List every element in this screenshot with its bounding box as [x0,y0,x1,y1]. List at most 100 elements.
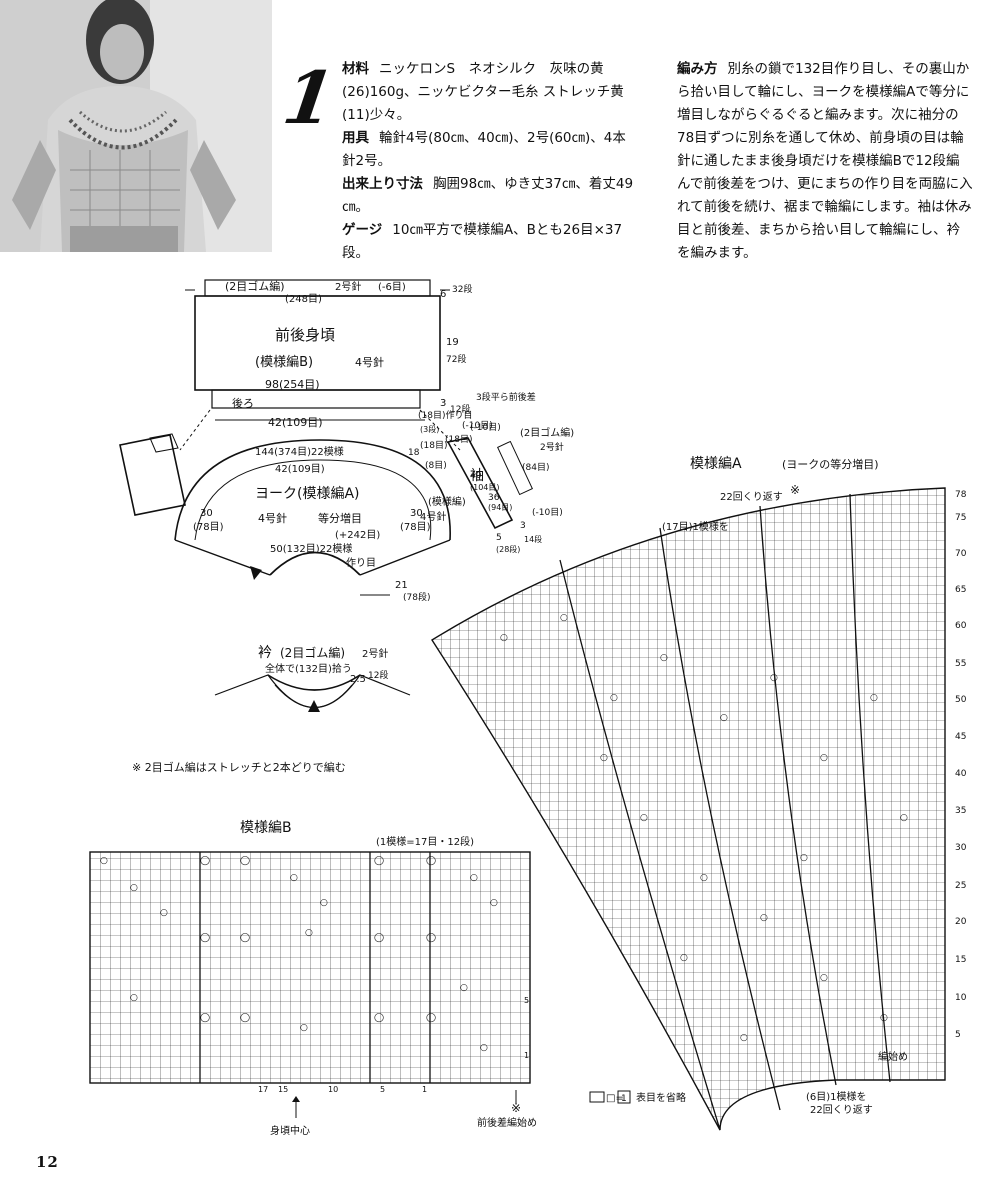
svg-text:○: ○ [480,1043,488,1053]
sleeve-width-count: (104目) [470,483,500,492]
svg-text:◯: ◯ [200,1013,210,1023]
chart-a-repeat-top: 22回くり返す [720,491,783,503]
svg-text:○: ○ [500,633,508,643]
materials-tools-text: 輪針4号(80㎝、40㎝)、2号(60㎝)、4本針2号。 [342,130,626,169]
yoke-title: ヨーク(模様編A) [255,486,360,502]
chart-b-title: 模様編B [240,820,292,836]
svg-text:○: ○ [320,898,328,908]
chart-a-row-label: 40 [955,769,967,779]
svg-text:○: ○ [820,973,828,983]
collar-pattern: (2目ゴム編) [280,645,345,660]
svg-text:○: ○ [870,693,878,703]
svg-text:○: ○ [160,908,168,918]
yoke-neck: 50(132目)22模様 [270,542,352,555]
collar-diagram: 衿 (2目ゴム編) 2号針 全体で(132目)拾う 2.5 12段 [214,645,411,712]
chart-a-row-label: 55 [955,659,966,669]
chart-a-repeat-bottom-2: 22回くり返す [810,1104,873,1116]
body-yoke-width: 42(109目) [268,416,323,429]
sleeve-inner-count: (94目) [488,503,512,512]
sleeve-length: 5 [496,533,502,543]
body-diagram: (2目ゴム編) 2号針 (-6目) (248目) 6 32段 前後身頃 (模様編… [179,279,536,451]
materials-size-label: 出来上り寸法 [342,176,423,192]
svg-text:◯: ◯ [200,856,210,866]
svg-text:◯: ◯ [426,933,436,943]
legend-boxed: 1 [621,1094,627,1104]
yoke-increase: 等分増目 [318,511,362,525]
yoke-diagram: 144(374目)22模様 42(109目) ヨーク(模様編A) 4号針 等分増… [174,439,451,603]
chart-b-repeat: (1模様=17目・12段) [376,835,474,848]
body-back-diff [211,389,421,409]
yoke-inner-width: 42(109目) [275,464,325,475]
body-back-diff-rows: 3 [440,398,446,409]
chart-a-row-label: 15 [955,955,966,965]
knitting-diagrams: (2目ゴム編) 2号針 (-6目) (248目) 6 32段 前後身頃 (模様編… [0,265,988,1200]
chart-a-row-label: 5 [955,1030,961,1040]
collar-rows-unit: 12段 [368,669,388,681]
chart-a-title: 模様編A [690,456,742,472]
chart-a-row-label: 75 [955,513,966,523]
body-gusset-cast: (18目)作り目 [418,409,472,421]
sleeve-pattern: (模様編) [428,495,466,508]
chart-b-row-label: 5 [524,996,529,1005]
chart-b-col-label: 1 [422,1085,427,1094]
chart-b-start-mark: ※ [511,1101,521,1115]
svg-text:○: ○ [600,753,608,763]
chart-a-row-label: 20 [955,917,967,927]
method-label: 編み方 [677,61,718,77]
svg-text:○: ○ [305,928,313,938]
method-text: 別糸の鎖で132目作り目し、その裏山から拾い目して輪にし、ヨークを模様編Aで等分… [677,61,973,261]
left-sleeve-diagram [119,433,186,516]
body-ribbing: (2目ゴム編) [225,279,285,293]
svg-text:○: ○ [740,1033,748,1043]
materials-yarn-label: 材料 [342,61,369,77]
sleeve-cuff-rows-unit: 14段 [524,534,542,544]
svg-text:◯: ◯ [200,933,210,943]
yoke-left-depth: 30 [200,508,213,519]
body-title: 前後身頃 [275,326,335,344]
body-length: 19 [446,337,459,348]
materials-size-text: 胸囲98㎝、ゆき丈37㎝、着丈49㎝。 [342,176,634,215]
chart-b: 模様編B (1模様=17目・12段) ◯◯◯ ◯◯◯ ◯◯◯ ◯◯◯ ○○○ ○… [89,820,537,1137]
yoke-left-count: (78目) [193,522,224,533]
svg-text:○: ○ [610,693,618,703]
yoke-increase-count: (+242目) [335,530,380,541]
svg-text:○: ○ [820,753,828,763]
sleeve-needle: 4号針 [420,510,446,523]
chart-b-row-label: 1 [524,1051,529,1060]
svg-text:◯: ◯ [426,1013,436,1023]
chart-b-center: 身頃中心 [270,1124,310,1137]
svg-text:○: ○ [130,883,138,893]
materials-section: 材料ニッケロンS ネオシルク 灰味の黄(26)160g、ニッケビクター毛糸 スト… [342,58,638,265]
svg-text:○: ○ [100,856,108,866]
materials-gauge-label: ゲージ [342,222,383,238]
svg-text:○: ○ [720,713,728,723]
sleeve-eighteen: 18 [408,448,420,458]
svg-text:◯: ◯ [426,856,436,866]
sleeve-pickup2: (18目) [445,434,472,445]
collar-pickup: 全体で(132目)拾う [265,662,352,675]
chart-a-row-label: 60 [955,621,967,631]
svg-text:◯: ◯ [374,933,384,943]
chart-b-col-label: 17 [258,1085,268,1094]
svg-text:◯: ◯ [374,1013,384,1023]
chart-a-repeat-bottom-1: (6目)1模様を [806,1090,867,1103]
body-back-label: 後ろ [232,396,254,410]
legend: □= 1 表目を省略 [589,1090,686,1104]
yoke-needle: 4号針 [258,511,287,525]
model-photo-illustration [0,0,272,252]
sleeve-diff-rows: (3段) [420,424,439,434]
pattern-number: 1 [278,55,341,140]
yoke-right-count: (78目) [400,522,431,533]
sleeve-title: 袖 [470,468,484,484]
svg-text:◯: ◯ [240,856,250,866]
method-section: 編み方別糸の鎖で132目作り目し、その裏山から拾い目して輪にし、ヨークを模様編A… [677,58,973,265]
sleeve-decrease: (-10目) [470,422,501,433]
body-needle-4: 4号針 [355,355,384,369]
chart-a-row-label: 25 [955,881,966,891]
svg-text:○: ○ [660,653,668,663]
svg-text:◯: ◯ [240,1013,250,1023]
sleeve-inner: 36 [488,493,500,503]
sleeve-cuff-count: (84目) [522,462,549,473]
svg-text:○: ○ [680,953,688,963]
